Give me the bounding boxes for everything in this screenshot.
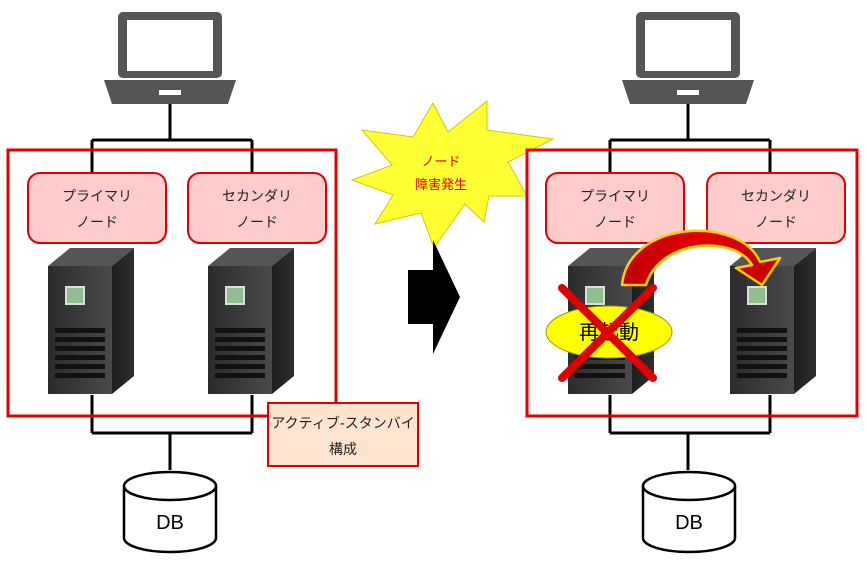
primary-node-label-line2: ノード	[76, 215, 118, 231]
burst-label-line1: ノード	[421, 155, 460, 170]
failure-x-icon	[558, 284, 657, 382]
server-icon	[48, 248, 134, 394]
secondary-node-label-line1: セカンダリ	[222, 189, 292, 205]
secondary-node-label-line2: ノード	[236, 215, 278, 231]
secondary-node-box: セカンダリ ノード	[706, 172, 846, 244]
failure-burst: ノード 障害発生	[350, 99, 555, 250]
config-label-line2: 構成	[329, 442, 357, 458]
network-lines-bottom	[90, 395, 254, 470]
primary-node-box: プライマリ ノード	[545, 172, 685, 244]
failover-arrow-icon	[620, 229, 782, 287]
right-panel: プライマリ ノード セカンダリ ノード	[525, 12, 859, 554]
left-panel: プライマリ ノード セカンダリ ノード	[6, 12, 419, 554]
transition-arrow-icon	[408, 240, 460, 354]
laptop-icon	[104, 12, 236, 104]
secondary-node-box: セカンダリ ノード	[187, 172, 327, 244]
primary-node-label-line2: ノード	[594, 215, 636, 231]
db-label: DB	[156, 512, 184, 534]
cluster-frame	[6, 148, 338, 418]
burst-label-line2: 障害発生	[415, 177, 467, 193]
config-label-line1: アクティブ-スタンバイ	[271, 415, 415, 432]
server-icon	[208, 248, 294, 394]
secondary-node-label-line2: ノード	[755, 215, 797, 231]
secondary-node-label-line1: セカンダリ	[741, 189, 811, 205]
primary-node-box: プライマリ ノード	[27, 172, 167, 244]
network-lines-top	[90, 104, 254, 175]
laptop-icon	[622, 12, 754, 104]
cluster-frame	[525, 148, 859, 418]
db-label: DB	[675, 512, 703, 534]
network-lines-top	[608, 104, 772, 175]
primary-node-label-line1: プライマリ	[580, 189, 650, 205]
config-label-box: アクティブ-スタンバイ 構成	[267, 402, 419, 467]
primary-node-label-line1: プライマリ	[62, 189, 132, 205]
network-lines-bottom	[608, 395, 772, 470]
database-icon: DB	[641, 470, 737, 554]
database-icon: DB	[122, 470, 218, 554]
